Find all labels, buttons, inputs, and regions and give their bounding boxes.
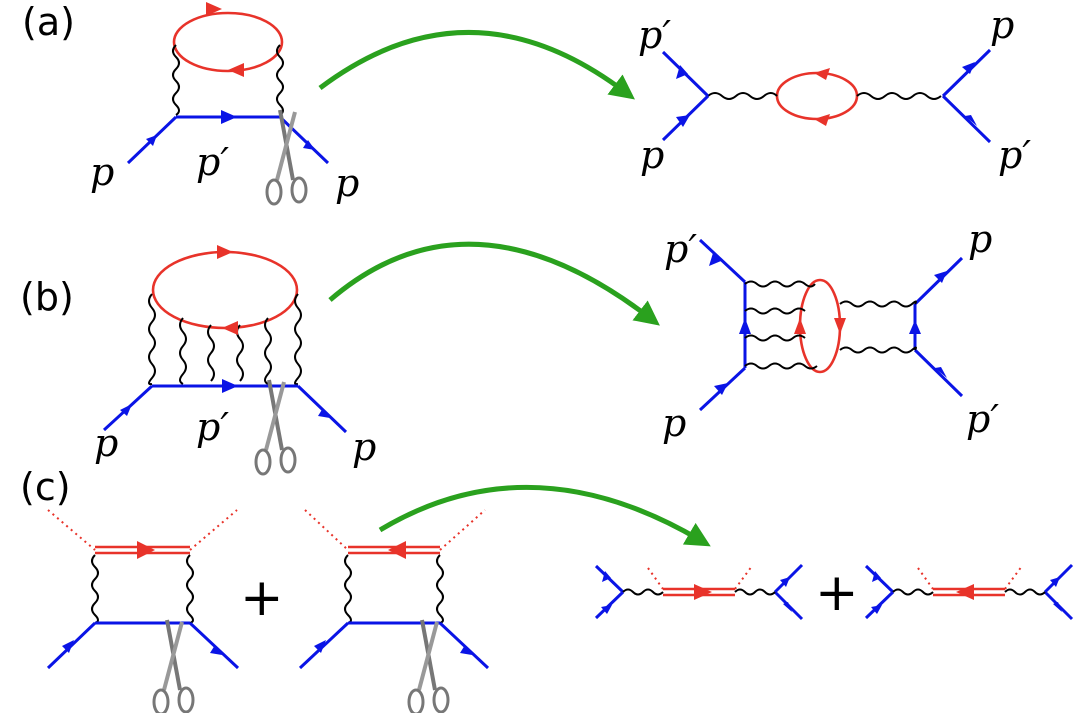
momentum-label: p′ — [196, 405, 229, 449]
momentum-label: p — [990, 3, 1014, 47]
diagram-b-left: p p′ p — [94, 245, 376, 476]
scissors-icon — [407, 618, 450, 713]
scissors-icon — [254, 378, 297, 476]
momentum-label: p — [352, 425, 376, 469]
momentum-label: p′ — [196, 140, 229, 184]
curved-arrow-icon — [318, 30, 635, 100]
diagram-b-right: p′ p p p′ — [662, 217, 999, 445]
momentum-label: p — [640, 133, 664, 177]
diagram-a-left: p p′ p — [90, 2, 359, 206]
momentum-label: p — [335, 161, 359, 205]
curved-arrow-icon — [378, 484, 711, 547]
momentum-label: p — [90, 150, 114, 194]
plus-sign: + — [240, 568, 284, 628]
scissors-icon — [152, 618, 195, 713]
momentum-label: p — [968, 217, 992, 261]
diagram-c-right-term-2 — [864, 563, 1074, 621]
momentum-label: p′ — [998, 133, 1031, 177]
momentum-label: p′ — [966, 397, 999, 441]
plus-sign: + — [815, 563, 859, 623]
curved-arrow-icon — [328, 241, 660, 326]
diagram-c-term-1 — [46, 509, 240, 713]
diagram-a-right: p′ p p p′ — [638, 3, 1031, 177]
momentum-label: p′ — [638, 13, 671, 57]
diagram-c-term-2 — [298, 509, 490, 713]
panel-label-b: (b) — [20, 275, 74, 319]
panel-label-c: (c) — [20, 465, 71, 509]
diagram-c-right-term-1 — [594, 563, 804, 621]
momentum-label: p — [662, 401, 686, 445]
panel-label-a: (a) — [22, 0, 75, 44]
momentum-label: p′ — [664, 227, 697, 271]
momentum-label: p — [94, 421, 118, 465]
